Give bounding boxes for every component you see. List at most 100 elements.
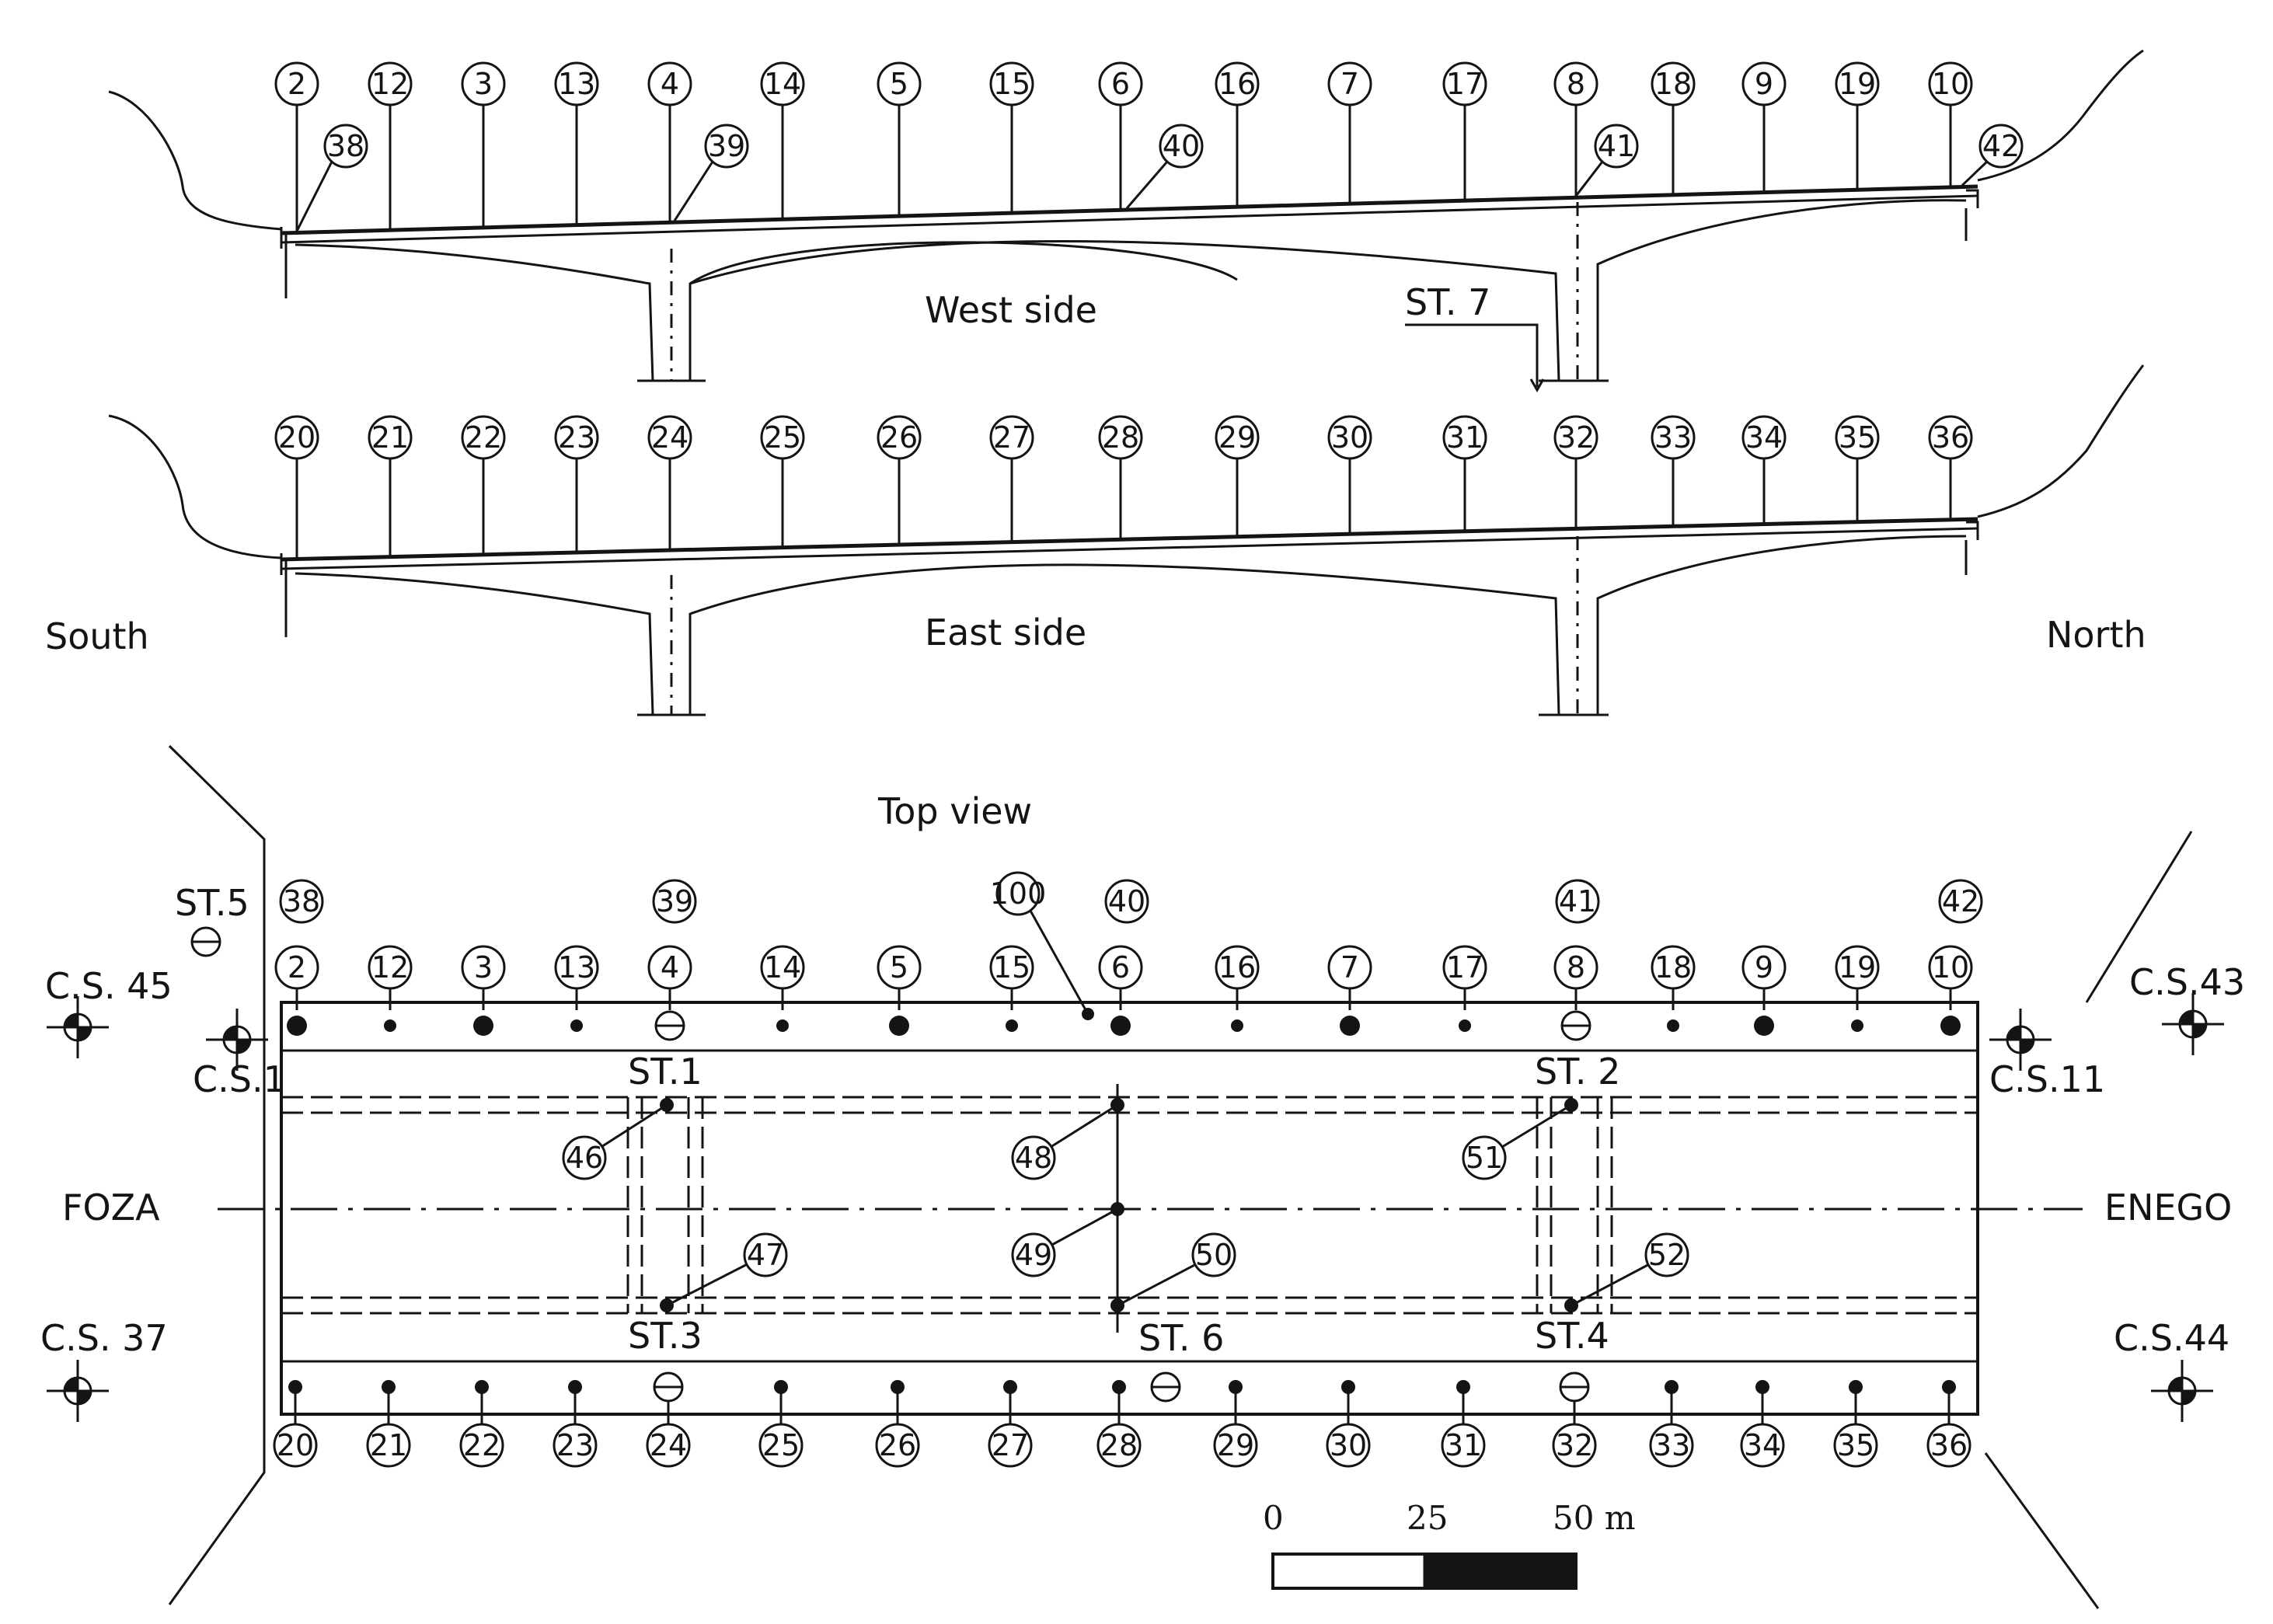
east-marker-28-text: 28 — [1102, 420, 1139, 455]
east-marker-34-circle — [1741, 415, 1787, 460]
top-upper-sensor-6 — [1110, 1016, 1131, 1036]
top-upper-sensor-17 — [1459, 1019, 1471, 1032]
top-lower-marker-27: 27 — [988, 1423, 1033, 1468]
cs44-symbol-fill — [2182, 1391, 2195, 1404]
cs44-symbol-fill-2 — [2169, 1378, 2182, 1391]
top-lower-marker-22: 22 — [459, 1423, 504, 1468]
west-marker-16-text: 16 — [1218, 67, 1256, 101]
top-station-marker-51: 51 — [1462, 1135, 1507, 1180]
east-side-title: East side — [925, 612, 1086, 653]
top-upper-marker-5: 5 — [877, 945, 922, 990]
cs1-label: C.S.1 — [193, 1058, 286, 1100]
top-lower-marker-32-text: 32 — [1556, 1428, 1593, 1462]
west-marker-6-text: 6 — [1111, 67, 1130, 101]
st7-arrowhead — [1529, 378, 1545, 393]
top-station-marker-48-circle — [1011, 1135, 1056, 1180]
west-lower-leader-42 — [1961, 160, 1989, 186]
top-station-point-47 — [660, 1298, 674, 1312]
top-extra-marker-39: 39 — [652, 879, 697, 924]
top-upper-marker-15: 15 — [989, 945, 1034, 990]
east-marker-36: 36 — [1928, 415, 1973, 460]
top-lower-marker-24-text: 24 — [650, 1428, 687, 1462]
east-marker-36-circle — [1928, 415, 1973, 460]
top-extra-marker-38: 38 — [279, 879, 324, 924]
top-lower-marker-36-text: 36 — [1930, 1428, 1968, 1462]
east-marker-33-circle — [1651, 415, 1696, 460]
east-marker-27-text: 27 — [993, 420, 1030, 455]
west-marker-19: 19 — [1835, 61, 1880, 106]
west-lower-marker-40: 40 — [1159, 124, 1204, 169]
instrument-symbols — [47, 926, 2224, 1422]
top-station-marker-50-circle — [1191, 1232, 1236, 1277]
east-marker-26-circle — [877, 415, 922, 460]
east-marker-22-circle — [461, 415, 506, 460]
west-lower-leader-38 — [295, 161, 333, 232]
east-marker-24-text: 24 — [651, 420, 689, 455]
east-marker-24: 24 — [647, 415, 692, 460]
top-extra-marker-40-text: 40 — [1108, 884, 1145, 918]
top-lower-marker-25: 25 — [758, 1423, 804, 1468]
top-lower-marker-26-text: 26 — [879, 1428, 916, 1462]
east-marker-30: 30 — [1327, 415, 1372, 460]
top-lower-marker-29: 29 — [1213, 1423, 1258, 1468]
west-marker-8-circle — [1553, 61, 1598, 106]
west-lower-marker-42-text: 42 — [1982, 129, 2020, 163]
east-marker-34: 34 — [1741, 415, 1787, 460]
west-lower-marker-39: 39 — [704, 124, 749, 169]
west-lower-marker-38-circle — [323, 124, 368, 169]
east-marker-22: 22 — [461, 415, 506, 460]
top-marker-100-leader — [1029, 910, 1089, 1015]
west-marker-5: 5 — [877, 61, 922, 106]
top-upper-marker-12-text: 12 — [371, 950, 409, 985]
top-upper-marker-10-text: 10 — [1932, 950, 1969, 985]
top-lower-marker-32: 32 — [1552, 1423, 1597, 1468]
east-marker-30-circle — [1327, 415, 1372, 460]
top-lower-marker-23-text: 23 — [556, 1428, 594, 1462]
east-marker-31-circle — [1442, 415, 1487, 460]
cs37-symbol-fill-2 — [64, 1378, 78, 1391]
top-upper-marker-7-text: 7 — [1340, 950, 1359, 985]
top-station-point-46 — [660, 1098, 674, 1112]
top-upper-marker-13-text: 13 — [558, 950, 595, 985]
top-upper-marker-3-text: 3 — [474, 950, 493, 985]
top-station-point-50 — [1110, 1298, 1124, 1312]
top-upper-marker-3: 3 — [461, 945, 506, 990]
cs45-symbol — [47, 996, 109, 1058]
east-side-elevation — [108, 364, 2145, 716]
top-lower-marker-23: 23 — [553, 1423, 598, 1468]
west-lower-leader-41 — [1574, 161, 1604, 197]
top-upper-sensor-15 — [1006, 1019, 1018, 1032]
west-pier-axes — [670, 202, 1579, 381]
top-marker-100-sensor — [1082, 1008, 1094, 1020]
top-lower-sensor-28 — [1112, 1380, 1126, 1394]
west-span-mid — [1237, 196, 1562, 381]
top-lower-sensor-26 — [891, 1380, 905, 1394]
top-upper-marker-6: 6 — [1098, 945, 1143, 990]
top-lower-marker-31: 31 — [1441, 1423, 1486, 1468]
east-marker-22-text: 22 — [465, 420, 502, 455]
west-marker-7: 7 — [1327, 61, 1372, 106]
west-marker-9: 9 — [1741, 61, 1787, 106]
top-upper-marker-18-text: 18 — [1654, 950, 1692, 985]
st2-label: ST. 2 — [1535, 1051, 1620, 1093]
east-marker-35-circle — [1835, 415, 1880, 460]
west-marker-15-circle — [989, 61, 1034, 106]
top-station-marker-50-text: 50 — [1195, 1238, 1232, 1272]
east-marker-35: 35 — [1835, 415, 1880, 460]
cs45-label: C.S. 45 — [45, 965, 173, 1007]
west-marker-14-circle — [760, 61, 805, 106]
top-upper-sensor-19 — [1851, 1019, 1863, 1032]
west-marker-8-text: 8 — [1567, 67, 1585, 101]
top-lower-sensor-20 — [288, 1380, 302, 1394]
top-lower-sensor-36 — [1942, 1380, 1956, 1394]
sidewalk-lines — [281, 1049, 1978, 1363]
top-upper-marker-10: 10 — [1928, 945, 1973, 990]
east-marker-32-text: 32 — [1557, 420, 1595, 455]
top-upper-marker-9-text: 9 — [1755, 950, 1773, 985]
top-station-point-49 — [1110, 1202, 1124, 1216]
west-marker-3: 3 — [461, 61, 506, 106]
east-marker-33-text: 33 — [1654, 420, 1692, 455]
east-marker-21-text: 21 — [371, 420, 409, 455]
east-south-terrain — [108, 414, 282, 559]
west-lower-marker-42-circle — [1978, 124, 2024, 169]
